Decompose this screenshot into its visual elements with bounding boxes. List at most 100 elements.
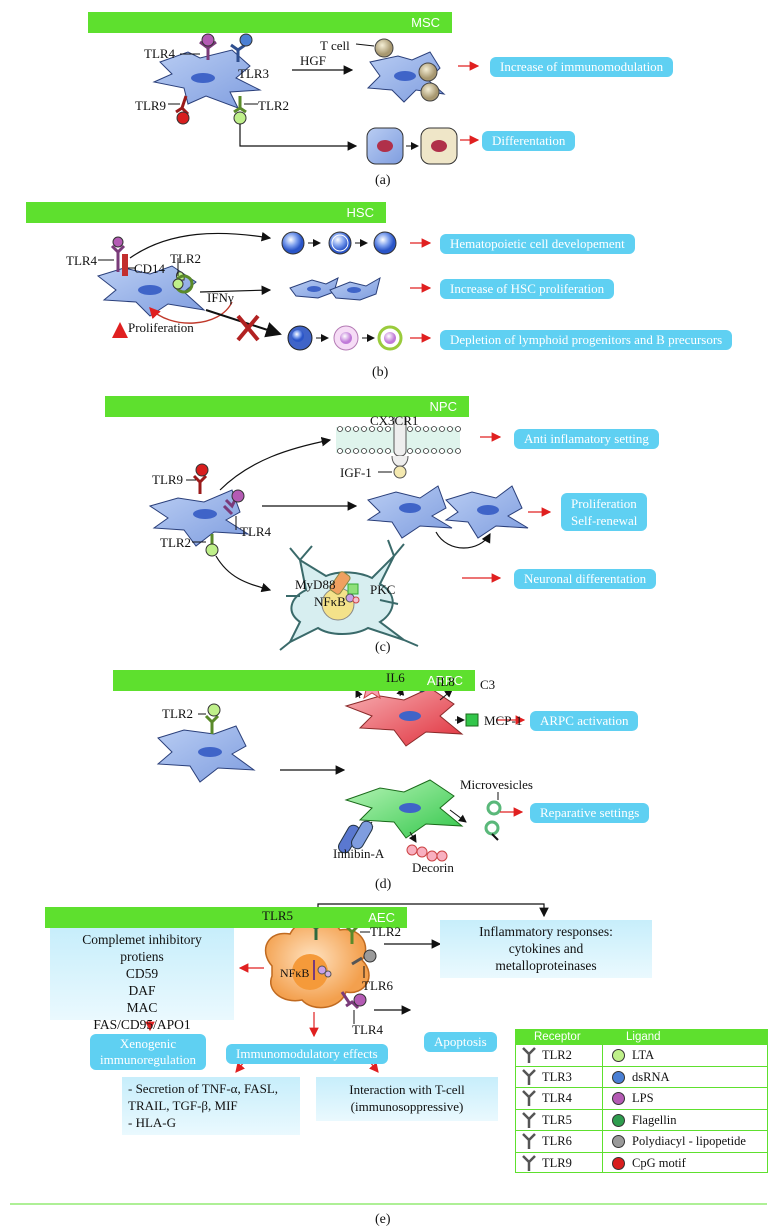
panel-label-b: (b) [372,365,389,380]
inflammatory-responses-box: Inflammatory responses: cytokines and me… [440,920,652,978]
outcome-increase-immunomodulation: Increase of immunomodulation [490,57,674,77]
label-microvesicles: Microvesicles [460,777,533,792]
secretion-box: - Secretion of TNF-α, FASL, TRAIL, TGF-β… [122,1077,300,1135]
legend-row: TLR3 dsRNA [516,1065,767,1088]
legend-header-receptor: Receptor [534,1031,581,1043]
label-tlr4: TLR4 [352,1022,384,1037]
label-tlr4: TLR4 [240,524,272,539]
aec-section-art [145,903,549,1073]
label-tlr3: TLR3 [238,66,270,81]
receptor-icon [522,1090,536,1106]
box-line: Complemet inhibitory [82,932,202,947]
label-tlr9: TLR9 [152,472,184,487]
box-line: Inflammatory responses: [479,924,613,939]
label-cx3cr1: CX3CR1 [370,413,419,428]
outcome-xenogenic-immunoregulation: Xenogenic immunoregulation [90,1034,207,1070]
panel-label-c: (c) [375,640,391,655]
outcome-hsc-proliferation: Increase of HSC proliferation [440,279,615,299]
outcome-immunomodulatory-effects: Immunomodulatory effects [226,1044,388,1064]
legend-receptor-label: TLR5 [542,1112,572,1127]
label-c3: C3 [480,677,496,692]
panel-label-a: (a) [375,173,391,188]
ligand-dot-icon [612,1135,625,1148]
legend-ligand-label: Polydiacyl - lipopetide [632,1134,746,1148]
legend-receptor-label: TLR6 [542,1134,572,1148]
box-line: cytokines and [508,941,584,956]
outcome-self-renewal: Self-renewal [571,513,638,528]
label-hgf: HGF [300,53,327,68]
outcome-differentation: Differentation [482,131,576,151]
legend-ligand-label: LPS [632,1091,654,1105]
receptor-icon [522,1133,536,1149]
label-mcp-1: MCP-1 [484,713,523,728]
outcome-hematopoietic-development: Hematopoietic cell developement [440,234,635,254]
label-tlr6: TLR6 [362,978,394,993]
box-line: MAC [126,1000,158,1015]
legend-header-ligand: Ligand [626,1031,661,1043]
msc-header-bar: MSC [88,12,452,33]
outcome-anti-inflammatory: Anti inflamatory setting [514,429,659,449]
ligand-dot-icon [612,1156,625,1170]
ligand-dot-icon [612,1113,625,1127]
label-tlr2: TLR2 [170,251,202,266]
arpc-header-bar: ARPC [113,670,475,691]
legend-row: TLR6 Polydiacyl - lipopetide [516,1130,767,1152]
receptor-icon [522,1068,536,1085]
aec-header-bar: AEC [45,907,407,928]
panel-label-d: (d) [375,877,392,892]
npc-section-art [148,413,552,651]
label-inhibin-a: Inhibin-A [333,846,385,861]
outcome-apoptosis: Apoptosis [424,1032,497,1052]
label-pkc: PKC [370,582,396,597]
label-t-cell: T cell [320,38,350,53]
hsc-section-art [96,231,432,351]
label-tlr5: TLR5 [262,908,294,923]
outcome-depletion-lymphoid: Depletion of lymphoid progenitors and B … [440,330,733,350]
label-nfkb: NFκB [280,966,310,980]
label-il8: IL8 [436,674,455,689]
legend-receptor-label: TLR9 [542,1155,572,1170]
legend-header: Receptor Ligand [516,1030,767,1044]
arpc-section-art [156,674,526,862]
label-ifn-gamma: IFNγ [207,290,234,305]
box-line: CD59 [125,966,159,981]
legend-receptor-label: TLR3 [542,1069,572,1084]
t-cell-interaction-box: Interaction with T-cell (immunosoppressi… [316,1077,498,1121]
label-igf-1: IGF-1 [340,465,372,480]
panel-label-e: (e) [375,1212,391,1227]
receptor-icon [522,1111,536,1128]
box-line: - HLA-G [128,1115,177,1130]
label-tlr4: TLR4 [144,46,176,61]
legend-divider [602,1030,603,1172]
npc-header-bar: NPC [105,396,469,417]
outcome-proliferation-self-renewal: Proliferation Self-renewal [561,493,648,531]
outcome-neuronal-differentation: Neuronal differentation [514,569,657,589]
label-cd14: CD14 [134,261,166,276]
box-line: - Secretion of TNF-α, FASL, [128,1081,279,1096]
ligand-dot-icon [612,1092,625,1105]
label-proliferation: Proliferation [128,320,194,335]
receptor-icon [522,1154,536,1171]
ligand-dot-icon [612,1070,625,1084]
label-tlr2: TLR2 [258,98,290,113]
legend-ligand-label: LTA [632,1048,655,1062]
outcome-proliferation: Proliferation [571,496,637,511]
complement-inhibitory-box: Complemet inhibitory protiens CD59 DAF M… [50,928,234,1032]
label-tlr2: TLR2 [370,924,402,939]
label-myd88: MyD88 [295,577,336,592]
box-line: (immunosoppressive) [350,1099,464,1114]
legend-ligand-label: CpG motif [632,1155,686,1170]
label-decorin: Decorin [412,860,454,875]
outcome-reparative-settings: Reparative settings [530,803,650,823]
label-tlr4: TLR4 [66,253,98,268]
pill-line: immunoregulation [100,1052,197,1067]
box-line: TRAIL, TGF-β, MIF [128,1098,238,1113]
outcome-arpc-activation: ARPC activation [530,711,639,731]
box-line: Interaction with T-cell [349,1082,465,1097]
legend-ligand-label: dsRNA [632,1069,670,1084]
